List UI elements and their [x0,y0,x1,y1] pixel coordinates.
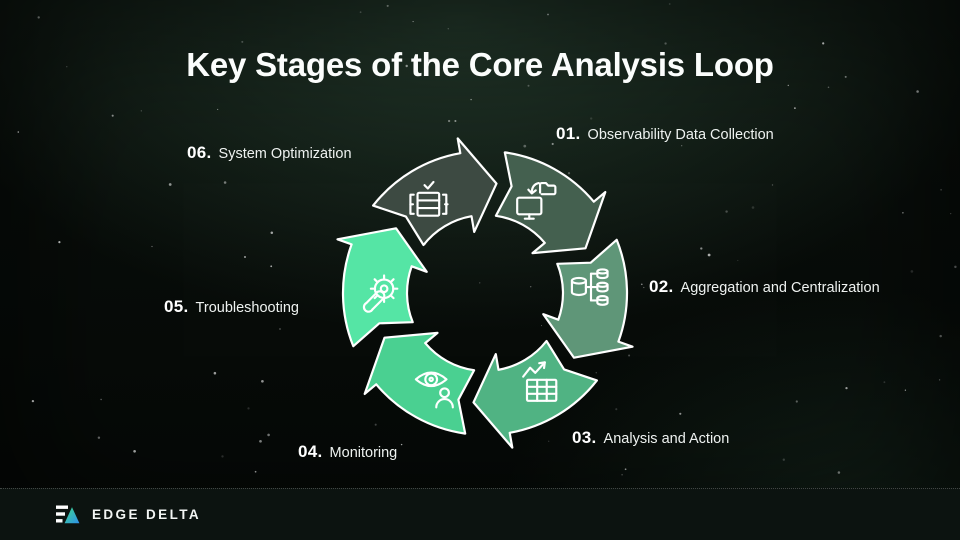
aggregation-icon [563,261,619,317]
brand-name: EDGE DELTA [92,507,202,522]
stage-text: Monitoring [329,445,398,461]
stage-number: 04. [298,442,323,461]
troubleshooting-wrench-icon [351,269,407,325]
stage-label-03: 03. Analysis and Action [572,428,729,448]
analysis-loop-diagram [315,123,655,463]
stage-text: Observability Data Collection [587,127,774,143]
stage-text: Aggregation and Centralization [680,280,880,296]
analysis-chart-icon [513,355,569,411]
stage-label-04: 04. Monitoring [298,442,397,462]
stage-label-05: 05. Troubleshooting [164,297,299,317]
stage-number: 01. [556,124,581,143]
stage-number: 02. [649,277,674,296]
cycle-arrow-01 [494,151,607,255]
stage-label-02: 02. Aggregation and Centralization [649,277,880,297]
stage-number: 05. [164,297,189,316]
optimization-server-icon [401,175,457,231]
stage-text: Analysis and Action [603,431,730,447]
data-collection-icon [507,171,563,227]
cycle-arrow-02 [542,238,634,359]
stage-number: 06. [187,143,212,162]
stage-number: 03. [572,428,597,447]
stage-label-01: 01. Observability Data Collection [556,124,774,144]
edge-delta-logo: EDGE DELTA [56,503,202,526]
stage-text: Troubleshooting [195,300,299,316]
page-title: Key Stages of the Core Analysis Loop [186,46,774,83]
footer: EDGE DELTA [0,488,960,540]
edge-delta-logo-icon [56,503,82,525]
stage-label-06: 06. System Optimization [187,143,352,163]
stage-text: System Optimization [218,146,352,162]
monitoring-eye-icon [407,359,463,415]
cycle-arrow-06 [372,137,498,247]
